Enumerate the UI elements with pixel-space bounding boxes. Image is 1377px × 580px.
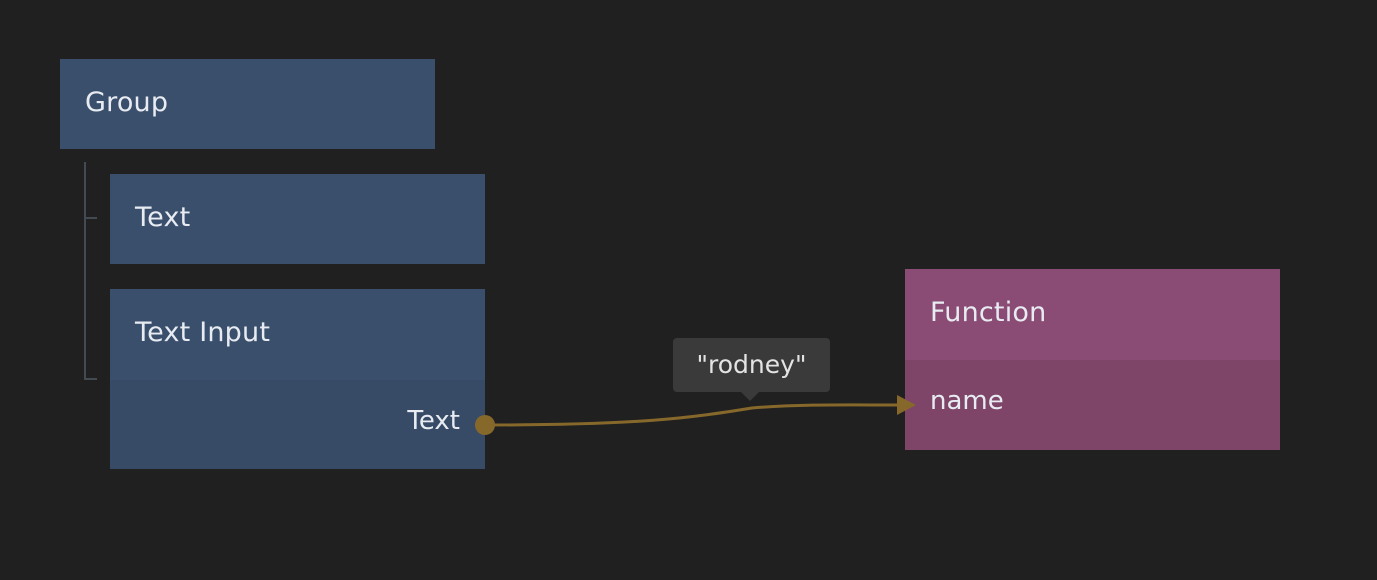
connection-value-tooltip: "rodney" <box>673 338 830 401</box>
connection-wire[interactable] <box>484 403 898 427</box>
connection-value-text: "rodney" <box>696 350 807 379</box>
output-port-text-label[interactable]: Text <box>407 406 460 436</box>
text-node[interactable]: Text <box>110 174 485 264</box>
hierarchy-line <box>84 162 86 380</box>
function-ports: name <box>905 360 1280 450</box>
output-port-dot[interactable] <box>475 415 495 435</box>
input-port-arrow-icon <box>897 395 916 415</box>
group-node-title: Group <box>85 87 169 118</box>
group-node[interactable]: Group <box>60 59 435 149</box>
text-input-ports: Text <box>110 380 485 469</box>
text-input-node[interactable]: Text Input Text <box>110 289 485 469</box>
text-node-title: Text <box>135 202 191 233</box>
function-node[interactable]: Function name <box>905 269 1280 450</box>
input-port-name-label[interactable]: name <box>930 386 1004 416</box>
hierarchy-tick-text <box>84 217 97 219</box>
function-node-title: Function <box>930 297 1047 328</box>
hierarchy-tick-text-input <box>84 378 97 380</box>
text-input-node-title: Text Input <box>135 317 271 348</box>
